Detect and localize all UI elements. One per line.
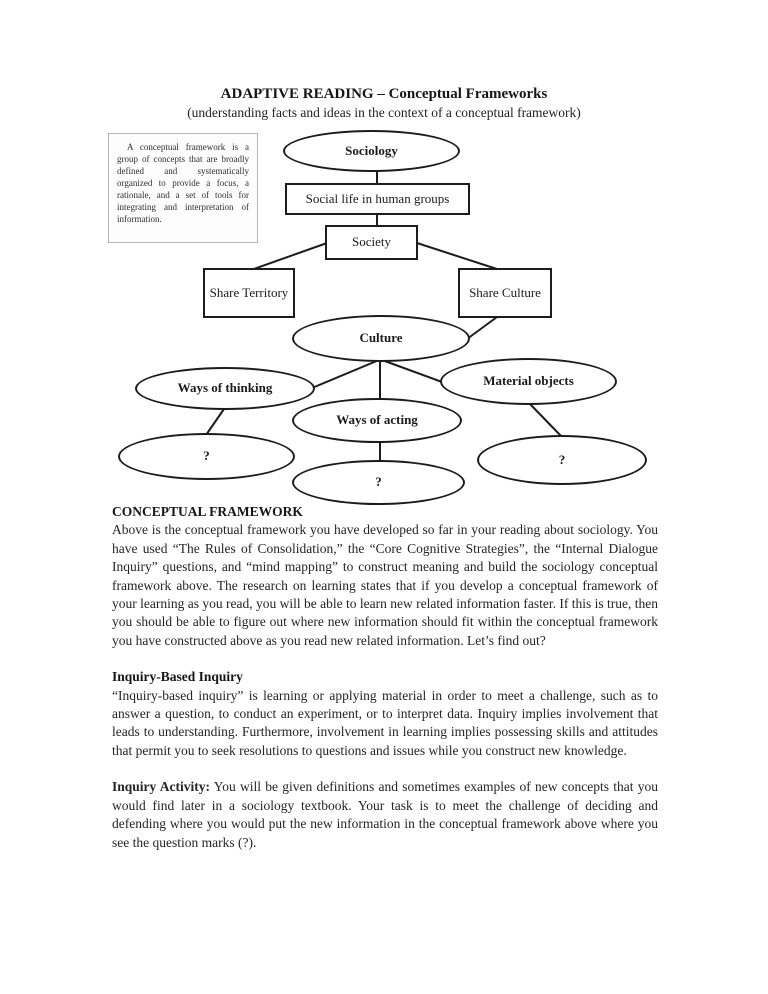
definition-text-box: A conceptual framework is a group of con… bbox=[108, 133, 258, 243]
paragraph-inquiry-based-inquiry: “Inquiry-based inquiry” is learning or a… bbox=[112, 687, 658, 758]
node-society: Society bbox=[325, 225, 418, 260]
node-material-objects: Material objects bbox=[440, 358, 617, 405]
inquiry-activity-text: You will be given definitions and someti… bbox=[112, 779, 658, 850]
node-culture: Culture bbox=[292, 315, 470, 362]
node-social-life-in-human-groups: Social life in human groups bbox=[285, 183, 470, 215]
node-ways-of-thinking: Ways of thinking bbox=[135, 367, 315, 410]
node-question-mark-left: ? bbox=[118, 433, 295, 480]
node-share-territory: Share Territory bbox=[203, 268, 295, 318]
node-ways-of-acting: Ways of acting bbox=[292, 398, 462, 443]
node-share-culture: Share Culture bbox=[458, 268, 552, 318]
node-sociology: Sociology bbox=[283, 130, 460, 172]
inline-heading-inquiry-activity: Inquiry Activity: bbox=[112, 779, 211, 795]
concept-map-diagram: A conceptual framework is a group of con… bbox=[108, 130, 647, 505]
paragraph-inquiry-activity: Inquiry Activity: You will be given defi… bbox=[112, 778, 658, 852]
connector-lines bbox=[205, 170, 563, 462]
page-title: ADAPTIVE READING – Conceptual Frameworks bbox=[220, 86, 548, 102]
section-heading-conceptual-framework: CONCEPTUAL FRAMEWORK bbox=[112, 504, 303, 519]
page-subtitle: (understanding facts and ideas in the co… bbox=[187, 105, 581, 120]
paragraph-conceptual-framework: Above is the conceptual framework you ha… bbox=[112, 522, 658, 648]
document-body: CONCEPTUAL FRAMEWORK Above is the concep… bbox=[112, 503, 658, 852]
node-question-mark-right: ? bbox=[477, 435, 647, 485]
node-question-mark-center: ? bbox=[292, 460, 465, 505]
section-heading-inquiry-based-inquiry: Inquiry-Based Inquiry bbox=[112, 669, 243, 685]
